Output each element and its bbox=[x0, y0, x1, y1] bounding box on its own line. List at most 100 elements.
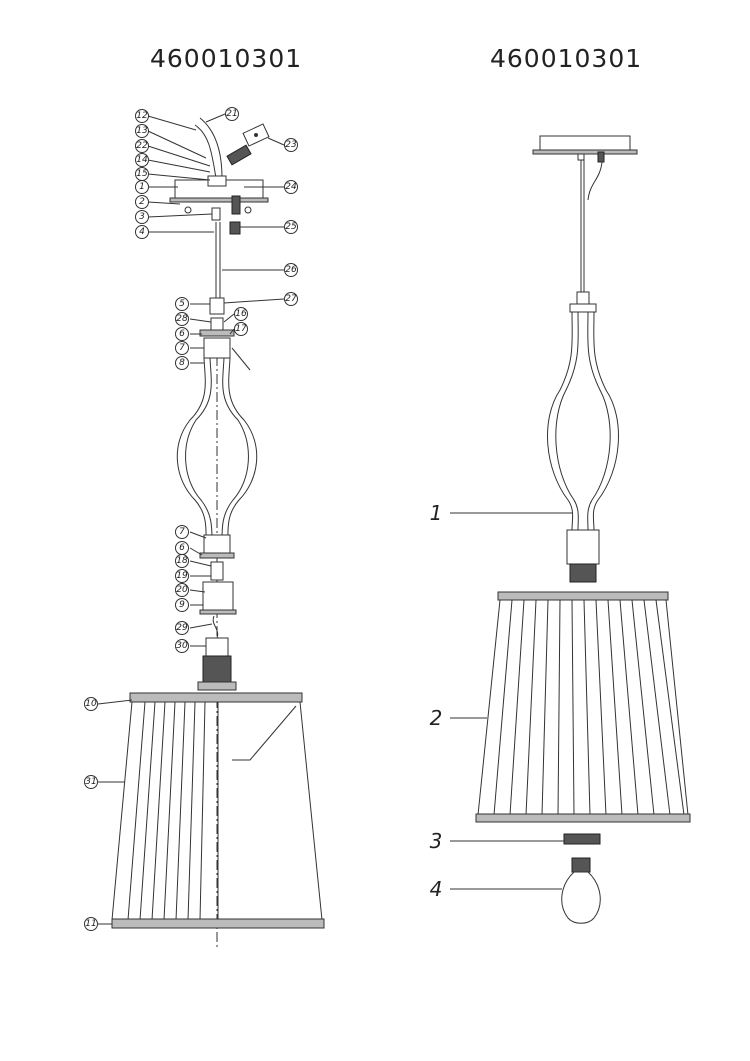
socket bbox=[566, 529, 600, 565]
callout-31: 31 bbox=[84, 775, 98, 789]
callout-24: 24 bbox=[284, 180, 298, 194]
glass-outer-left bbox=[547, 311, 574, 531]
cord-grip bbox=[229, 221, 241, 235]
callout-10: 10 bbox=[84, 697, 98, 711]
glass-inner-left bbox=[555, 311, 579, 531]
svg-text:22: 22 bbox=[136, 141, 148, 151]
wire bbox=[199, 117, 223, 179]
shade-strut bbox=[232, 705, 297, 761]
callout-30: 30 bbox=[175, 639, 189, 653]
svg-text:7: 7 bbox=[179, 527, 185, 537]
canopy-plate bbox=[169, 197, 269, 203]
shade-pleats bbox=[127, 701, 206, 921]
svg-text:4: 4 bbox=[139, 227, 145, 237]
callout-26: 26 bbox=[284, 263, 298, 277]
shade-ring bbox=[197, 681, 237, 691]
callout-28: 28 bbox=[175, 312, 189, 326]
shade-left-edge bbox=[111, 701, 133, 921]
shade-right-edge bbox=[299, 701, 323, 921]
nut bbox=[211, 207, 221, 221]
holder-plate bbox=[199, 609, 237, 615]
hook bbox=[207, 175, 227, 187]
svg-text:16: 16 bbox=[235, 309, 247, 319]
svg-text:21: 21 bbox=[226, 109, 237, 119]
assembled-callout-3: 3 bbox=[430, 829, 443, 853]
strain-relief bbox=[231, 195, 241, 215]
svg-text:25: 25 bbox=[285, 222, 297, 232]
callout-6-lower: 6 bbox=[175, 541, 189, 555]
shade-top-ring bbox=[129, 692, 303, 703]
svg-text:12: 12 bbox=[136, 111, 148, 121]
callout-21: 21 bbox=[225, 107, 239, 121]
svg-text:11: 11 bbox=[85, 919, 96, 929]
assembled-callout-2: 2 bbox=[430, 706, 443, 730]
leader-lines bbox=[97, 113, 285, 925]
callout-29: 29 bbox=[175, 621, 189, 635]
socket-thread bbox=[569, 563, 597, 583]
hook bbox=[577, 153, 585, 161]
callout-20: 20 bbox=[175, 583, 189, 597]
svg-text:9: 9 bbox=[179, 600, 185, 610]
callout-14: 14 bbox=[135, 153, 149, 167]
shade-bottom-ring bbox=[111, 918, 325, 929]
hook-top bbox=[209, 297, 225, 315]
connector-dot bbox=[254, 133, 258, 137]
glass-inner-left bbox=[185, 357, 213, 546]
callout-4: 4 bbox=[135, 225, 149, 239]
assembled-callout-1: 1 bbox=[430, 501, 443, 525]
shade-left-edge bbox=[477, 599, 501, 816]
svg-text:6: 6 bbox=[179, 329, 185, 339]
shade-ring bbox=[563, 833, 601, 845]
assembled-view: 1 2 3 4 bbox=[430, 135, 691, 924]
callout-3: 3 bbox=[135, 210, 149, 224]
svg-text:28: 28 bbox=[176, 314, 188, 324]
callout-11: 11 bbox=[84, 917, 98, 931]
callout-5: 5 bbox=[175, 297, 189, 311]
shade-bottom-ring bbox=[475, 813, 691, 823]
top-hook bbox=[576, 291, 590, 305]
assembled-callout-4: 4 bbox=[430, 877, 443, 901]
svg-text:15: 15 bbox=[136, 169, 148, 179]
svg-text:3: 3 bbox=[139, 212, 145, 222]
callout-25: 25 bbox=[284, 220, 298, 234]
glass-inner-right bbox=[587, 311, 611, 531]
model-code-right: 460010301 bbox=[490, 44, 643, 73]
glass-outer-right bbox=[592, 311, 619, 531]
callout-17: 17 bbox=[234, 322, 248, 336]
socket-holder bbox=[202, 581, 234, 611]
callout-22: 22 bbox=[135, 139, 149, 153]
canopy bbox=[539, 135, 631, 151]
callout-16: 16 bbox=[234, 307, 248, 321]
wire bbox=[194, 124, 217, 179]
svg-text:29: 29 bbox=[176, 623, 188, 633]
svg-text:7: 7 bbox=[179, 343, 185, 353]
callout-12: 12 bbox=[135, 109, 149, 123]
socket-thread bbox=[202, 655, 232, 683]
svg-text:1: 1 bbox=[139, 182, 145, 192]
svg-text:5: 5 bbox=[179, 299, 185, 309]
svg-text:6: 6 bbox=[179, 543, 185, 553]
svg-text:27: 27 bbox=[285, 294, 297, 304]
screw bbox=[184, 206, 192, 214]
socket-top bbox=[205, 637, 229, 657]
callout-19: 19 bbox=[175, 569, 189, 583]
bulb-base bbox=[571, 857, 591, 873]
callout-15: 15 bbox=[135, 167, 149, 181]
glass-inner-right bbox=[221, 357, 249, 546]
callout-8: 8 bbox=[175, 356, 189, 370]
svg-text:26: 26 bbox=[285, 265, 297, 275]
svg-text:13: 13 bbox=[136, 126, 148, 136]
screw bbox=[244, 206, 252, 214]
washer bbox=[199, 552, 235, 559]
callout-1: 1 bbox=[135, 180, 149, 194]
wire bbox=[587, 161, 603, 201]
svg-text:8: 8 bbox=[179, 358, 185, 368]
svg-text:23: 23 bbox=[285, 140, 297, 150]
svg-text:19: 19 bbox=[176, 571, 188, 581]
callout-7-lower: 7 bbox=[175, 525, 189, 539]
shade-top-ring bbox=[497, 591, 669, 601]
svg-text:18: 18 bbox=[176, 556, 188, 566]
top-cap bbox=[569, 303, 597, 313]
shade-right-edge bbox=[665, 599, 689, 816]
